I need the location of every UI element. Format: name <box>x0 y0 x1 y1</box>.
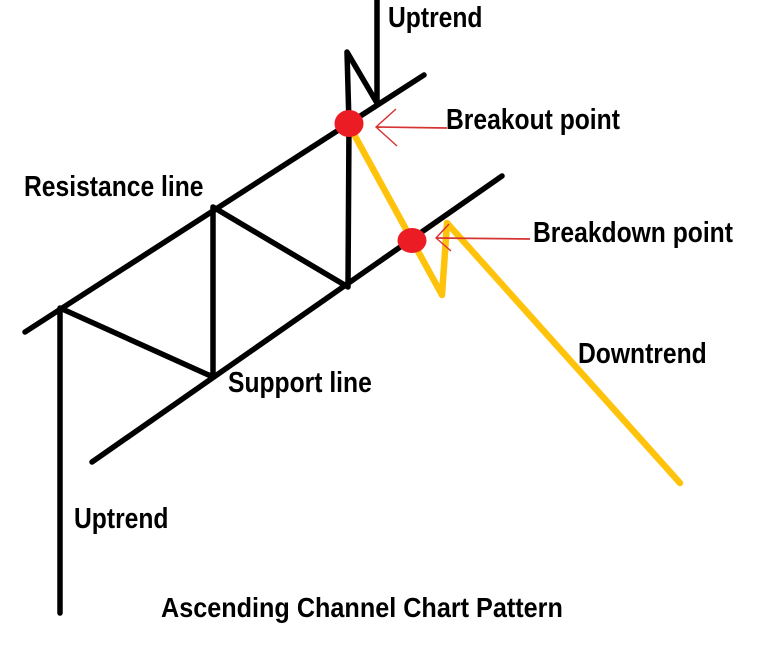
uptrend-bottom-label: Uptrend <box>74 503 169 535</box>
breakout-arrow-line <box>375 126 448 129</box>
resistance-line-label: Resistance line <box>24 171 204 203</box>
downtrend-label: Downtrend <box>578 338 707 370</box>
diagram-title: Ascending Channel Chart Pattern <box>161 592 563 623</box>
breakdown-point-label: Breakdown point <box>533 217 733 249</box>
breakdown-arrow-head-icon <box>434 223 452 252</box>
breakout-point-marker <box>334 110 364 137</box>
breakdown-point-marker <box>397 228 427 253</box>
breakout-point-label: Breakout point <box>446 104 620 136</box>
support-trendline <box>89 173 505 465</box>
breakdown-arrow-line <box>435 237 531 240</box>
support-line-label: Support line <box>228 367 372 399</box>
breakdown-downtrend-line <box>346 123 684 487</box>
uptrend-top-label: Uptrend <box>388 2 483 34</box>
resistance-trendline <box>22 72 427 335</box>
price-zigzag-uptrend-line <box>57 0 380 616</box>
breakout-arrow-head-icon <box>374 108 398 147</box>
